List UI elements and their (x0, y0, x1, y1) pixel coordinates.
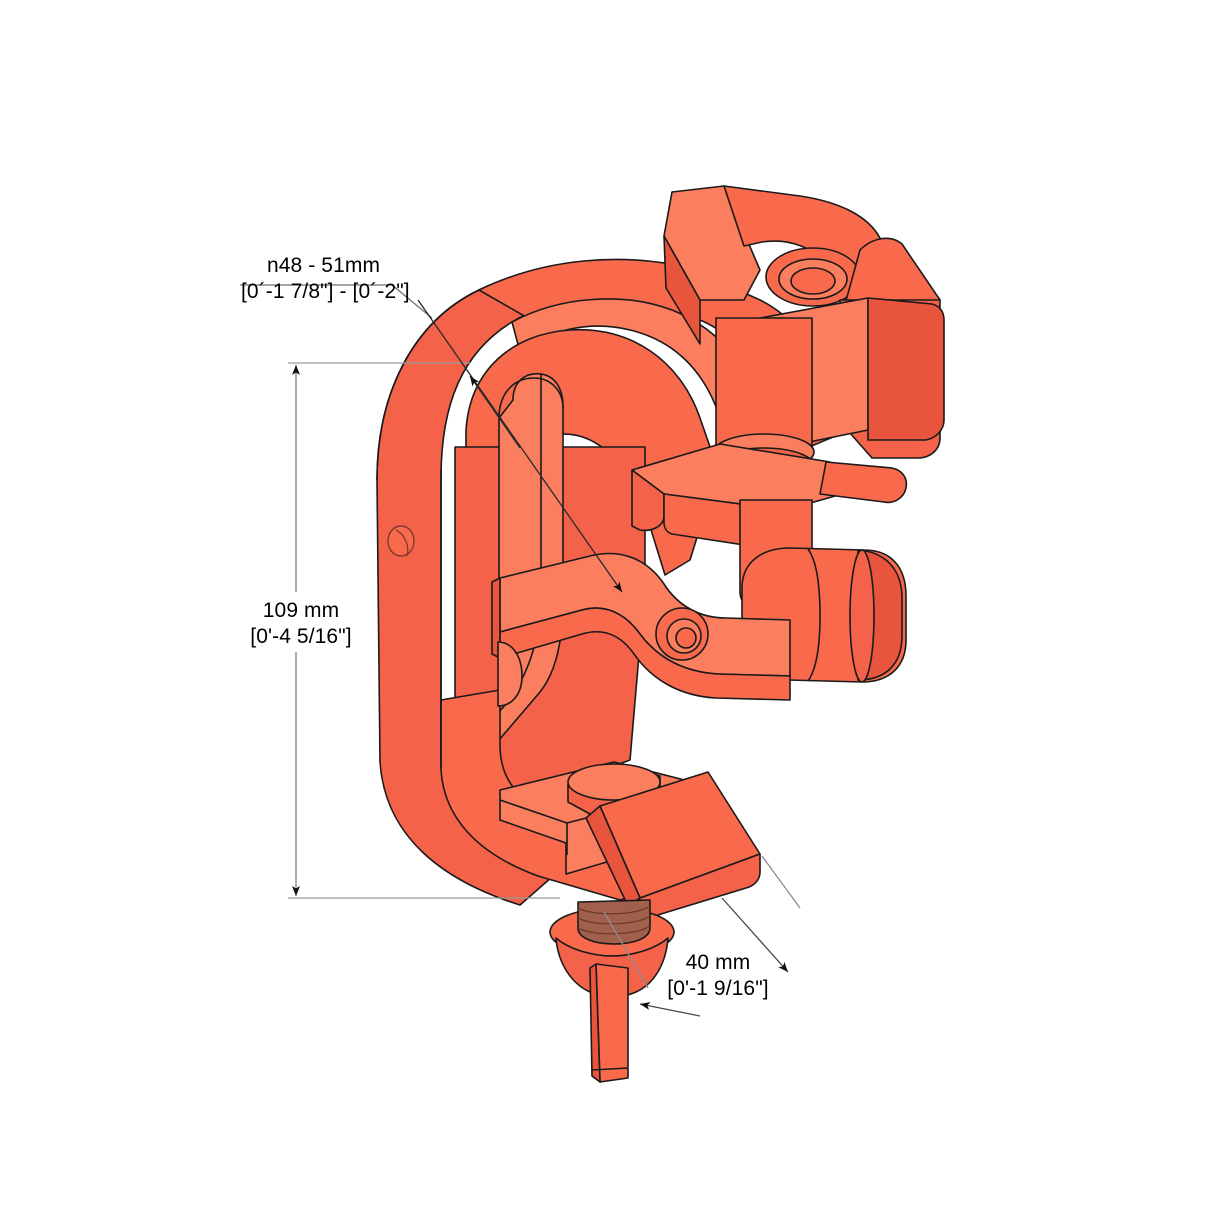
diameter-dimension-line (417, 299, 623, 593)
dimension-diameter-group (240, 284, 623, 593)
depth-ext-line-lower (603, 911, 649, 989)
middle-bracket-group (491, 443, 908, 707)
depth-imperial-text: [0'-1 9/16"] (667, 977, 769, 1000)
lever-pivot-inner (675, 627, 697, 649)
diameter-dimension-line-upper-arrow (469, 375, 521, 449)
diameter-dimension-label: n48 - 51mm [0´-1 7/8"] - [0´-2"] (241, 253, 410, 305)
side-hole-inner-icon (395, 529, 409, 557)
hex-bolt-top (567, 763, 661, 801)
t-handle-boss-inner (790, 267, 836, 295)
upper-t-handle-group (663, 185, 945, 485)
clamp-inner-rib-edge (498, 377, 564, 419)
barrel-end-ring (849, 549, 875, 683)
barrel-ring-line (807, 548, 821, 682)
depth-metric-text: 40 mm (685, 951, 751, 974)
height-dimension-label: 109 mm [0'-4 5/16"] (241, 598, 361, 650)
inner-nub (497, 641, 523, 707)
thread-lines (577, 905, 651, 935)
depth-ext-line-upper (761, 855, 801, 909)
bottom-tail-pin-side (589, 963, 601, 1083)
t-handle-right-wing-end (867, 297, 945, 441)
depth-dimension-label: 40 mm [0'-1 9/16"] (664, 950, 772, 1002)
lever-arm-front (499, 607, 791, 701)
bottom-tail-pin (595, 963, 629, 1083)
side-pin-cylinder (819, 461, 908, 504)
bottom-tail-pin-tip (591, 1067, 629, 1071)
dimension-height-group (288, 362, 560, 899)
depth-dimension-line-right (721, 897, 789, 973)
lever-arm-left-end (491, 577, 501, 659)
height-metric-text: 109 mm (262, 599, 340, 622)
diameter-imperial-text: [0´-1 7/8"] - [0´-2"] (241, 280, 410, 303)
depth-dimension-line-left (639, 1002, 701, 1017)
diameter-metric-text: n48 - 51mm (267, 254, 381, 277)
height-imperial-text: [0'-4 5/16"] (250, 625, 352, 648)
t-handle-left-wing-side (663, 235, 701, 345)
bottom-jaw-group (549, 763, 761, 1083)
side-hole-outer-icon (387, 525, 415, 557)
diameter-leader-diagonal (391, 284, 433, 319)
dimension-depth-group (603, 855, 801, 1017)
